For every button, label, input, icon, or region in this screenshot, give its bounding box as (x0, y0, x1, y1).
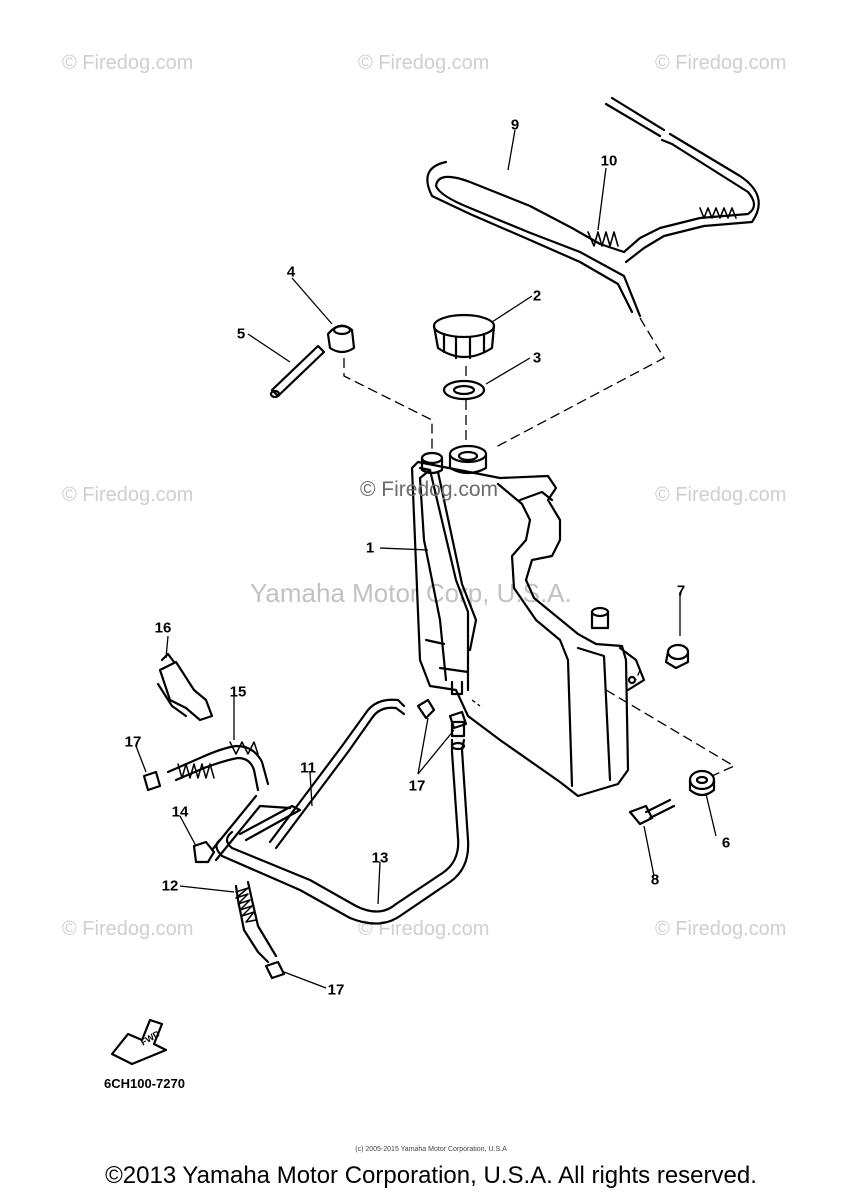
diagram-code: 6CH100-7270 (104, 1076, 185, 1091)
watermark: © Firedog.com (62, 52, 194, 74)
hose-11 (210, 698, 406, 862)
callout-11: 11 (300, 759, 316, 777)
hose-12 (234, 880, 278, 964)
footer-copyright: ©2013 Yamaha Motor Corporation, U.S.A. A… (105, 1162, 757, 1189)
callout-3: 3 (532, 349, 542, 367)
gasket (442, 379, 486, 401)
watermark: © Firedog.com (358, 918, 490, 940)
short-hose (269, 344, 326, 399)
callout-15: 15 (229, 683, 247, 701)
callout-9: 9 (510, 116, 520, 134)
oil-tank (410, 444, 646, 798)
callout-1: 1 (365, 539, 375, 557)
spring-coil-15 (177, 741, 259, 779)
center-watermark-dark: © Firedog.com (360, 478, 499, 501)
watermark: © Firedog.com (62, 484, 194, 506)
callout-16: 16 (154, 619, 172, 637)
bracket (156, 652, 214, 722)
spring-coil (587, 207, 737, 247)
callout-6: 6 (721, 834, 731, 852)
clamp-17-top (416, 698, 468, 730)
callout-12: 12 (161, 877, 179, 895)
clamp-17-left (142, 770, 162, 792)
fwd-arrow-icon (110, 1018, 168, 1066)
callout-13: 13 (371, 849, 389, 867)
callout-10: 10 (600, 152, 618, 170)
watermark: © Firedog.com (655, 52, 787, 74)
breather-hose (426, 96, 760, 318)
fitting (326, 324, 356, 354)
callout-14: 14 (171, 803, 189, 821)
clip-14 (192, 840, 216, 864)
callout-17-center: 17 (408, 777, 426, 795)
drain-hose (215, 720, 470, 925)
clamp-17-bottom (264, 960, 286, 980)
callout-7: 7 (676, 582, 686, 600)
hose-15 (166, 744, 270, 792)
callout-17-bottom: 17 (327, 981, 345, 999)
grommet (688, 769, 716, 797)
oil-tank-cap (432, 313, 496, 360)
spring-coil-12 (235, 887, 257, 923)
small-copyright: (c) 2005-2015 Yamaha Motor Corporation, … (355, 1146, 507, 1153)
callout-17-left: 17 (124, 733, 142, 751)
watermark: © Firedog.com (655, 918, 787, 940)
callout-2: 2 (532, 287, 542, 305)
watermark: © Firedog.com (62, 918, 194, 940)
watermark: © Firedog.com (655, 484, 787, 506)
watermark: © Firedog.com (358, 52, 490, 74)
bolt (628, 798, 676, 826)
callout-4: 4 (286, 263, 296, 281)
callout-5: 5 (236, 325, 246, 343)
nut (664, 643, 690, 670)
callout-8: 8 (650, 871, 660, 889)
